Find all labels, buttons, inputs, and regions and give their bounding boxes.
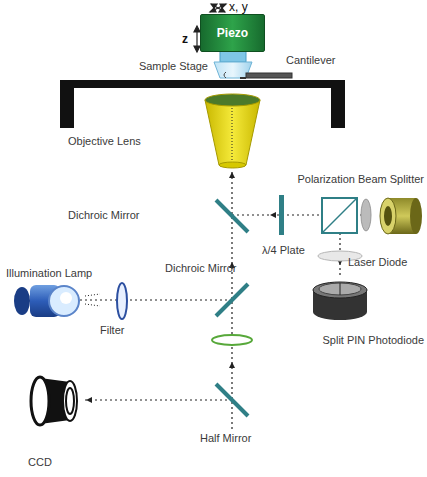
part-name: Dichroic Mirror: [68, 209, 140, 222]
axis-label: x, y: [229, 1, 248, 15]
part-name: λ/4 Plate: [262, 244, 305, 257]
part-name: Illumination Lamp: [6, 267, 92, 280]
part-name: CCD: [28, 456, 52, 469]
part-name: Split PIN Photodiode: [322, 334, 424, 347]
axis-label: z: [182, 33, 188, 47]
part-name: Filter: [100, 324, 124, 337]
node-text: Piezo: [217, 26, 248, 40]
part-name: Laser Diode: [348, 256, 407, 269]
part-name: Objective Lens: [68, 135, 141, 148]
piezo-block: Piezo: [200, 14, 265, 52]
part-name: Half Mirror: [200, 432, 251, 445]
part-name: Dichroic Mirror: [165, 262, 237, 275]
part-name: Cantilever: [286, 54, 336, 67]
part-name: Polarization Beam Splitter: [297, 173, 424, 186]
part-name: Sample Stage: [139, 60, 208, 73]
